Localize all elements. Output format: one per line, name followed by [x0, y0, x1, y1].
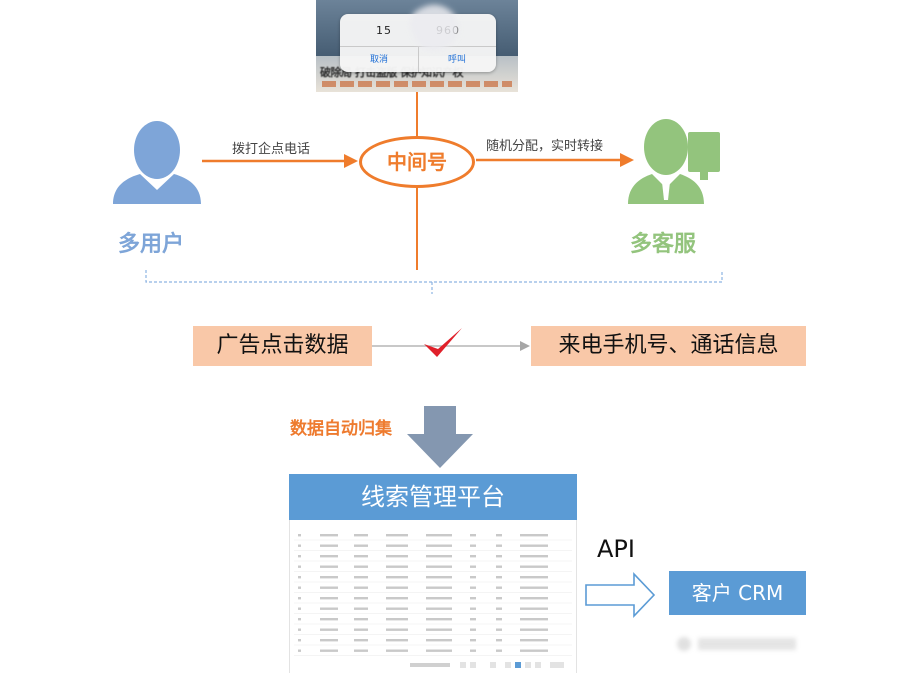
user-person-icon	[113, 121, 201, 204]
call-button[interactable]: 呼叫	[447, 55, 466, 65]
table-row	[294, 639, 572, 646]
table-row	[294, 544, 572, 551]
platform-table-rows	[294, 534, 572, 668]
phone-subtext	[322, 81, 512, 87]
platform-title: 线索管理平台	[289, 474, 577, 520]
agents-label: 多客服	[630, 232, 697, 257]
arrow-left-label: 拨打企点电话	[232, 142, 311, 157]
api-label: API	[597, 535, 635, 563]
table-row	[294, 618, 572, 625]
dialog-button-separator	[418, 46, 419, 72]
caller-info-box: 来电手机号、通话信息	[531, 326, 806, 366]
table-row	[294, 576, 572, 583]
check-icon	[424, 328, 462, 357]
hub-oval	[359, 136, 475, 188]
cancel-button[interactable]: 取消	[369, 55, 388, 65]
table-row	[294, 586, 572, 593]
api-arrow-icon	[585, 572, 656, 618]
table-row	[294, 565, 572, 572]
right-arrow-head	[620, 153, 634, 167]
hub-label: 中间号	[387, 150, 447, 174]
table-row	[294, 628, 572, 635]
table-row	[294, 597, 572, 604]
watermark-logo	[677, 637, 796, 651]
table-row	[294, 607, 572, 614]
phone-screenshot: 破除局 打击盗版 保护知识产权 15960 取消 呼叫	[316, 0, 518, 92]
table-row	[294, 555, 572, 562]
platform-table	[289, 520, 577, 673]
arrow-right-label: 随机分配，实时转接	[486, 139, 604, 154]
pagination-bar	[410, 662, 564, 668]
ad-click-data-box: 广告点击数据	[193, 326, 372, 366]
dashed-bracket	[145, 270, 723, 283]
down-arrow-icon	[407, 406, 473, 468]
middle-arrow-head	[520, 341, 530, 351]
phone-number-prefix: 15	[376, 24, 392, 37]
users-label: 多用户	[118, 232, 185, 257]
crm-box: 客户 CRM	[669, 571, 806, 615]
table-row	[294, 649, 572, 656]
agent-person-icon	[628, 119, 720, 204]
left-arrow-head	[344, 154, 358, 168]
collect-label: 数据自动归集	[290, 419, 392, 439]
table-row	[294, 534, 572, 541]
